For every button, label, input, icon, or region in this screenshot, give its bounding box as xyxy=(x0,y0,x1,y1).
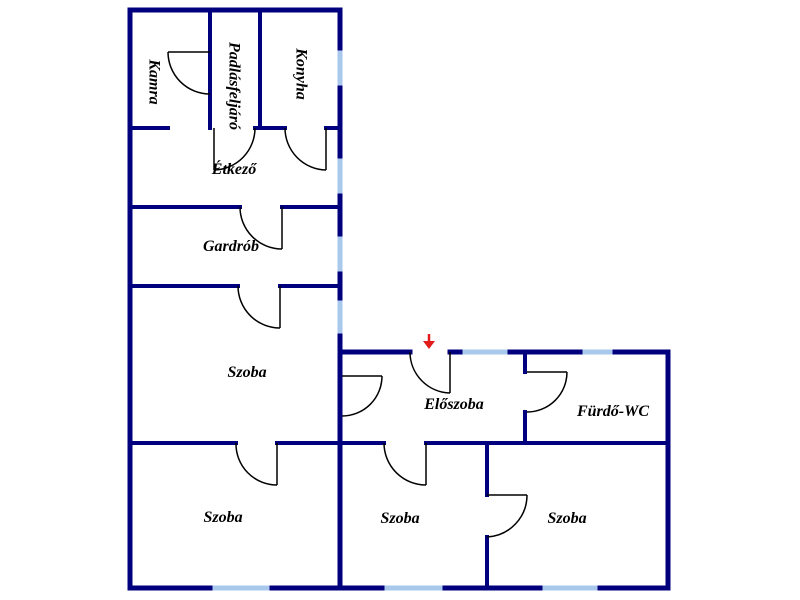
room-label-gardrob: Gardrób xyxy=(203,238,259,255)
room-label-szoba: Szoba xyxy=(547,510,586,527)
door-swing xyxy=(284,127,327,171)
door-swing xyxy=(239,206,283,250)
walls xyxy=(127,7,671,591)
windows xyxy=(210,48,615,591)
room-label-szoba: Szoba xyxy=(227,364,266,381)
door-swing xyxy=(341,375,383,417)
door-swing xyxy=(213,127,256,171)
door-swing xyxy=(167,51,211,95)
room-label-konyha: Konyha xyxy=(292,47,309,100)
room-label-furdo-wc: Fürdő-WC xyxy=(576,403,649,420)
room-label-kamra: Kamra xyxy=(145,58,162,104)
room-label-padlasfeljaro: Padlásfeljáró xyxy=(225,41,242,130)
door-swing xyxy=(526,371,568,413)
door-swing xyxy=(409,351,451,394)
door-swing xyxy=(237,285,281,329)
room-label-szoba: Szoba xyxy=(203,509,242,526)
room-labels: Kamra Padlásfeljáró Konyha Étkező Gardró… xyxy=(145,41,649,527)
doors xyxy=(167,51,568,538)
door-swing xyxy=(235,442,278,486)
room-label-szoba: Szoba xyxy=(380,510,419,527)
room-label-etkezo: Étkező xyxy=(211,159,257,178)
room-label-eloszoba: Előszoba xyxy=(423,396,484,413)
door-swing xyxy=(383,442,427,486)
entrance-arrow-icon xyxy=(423,334,435,349)
door-swing xyxy=(486,494,528,538)
